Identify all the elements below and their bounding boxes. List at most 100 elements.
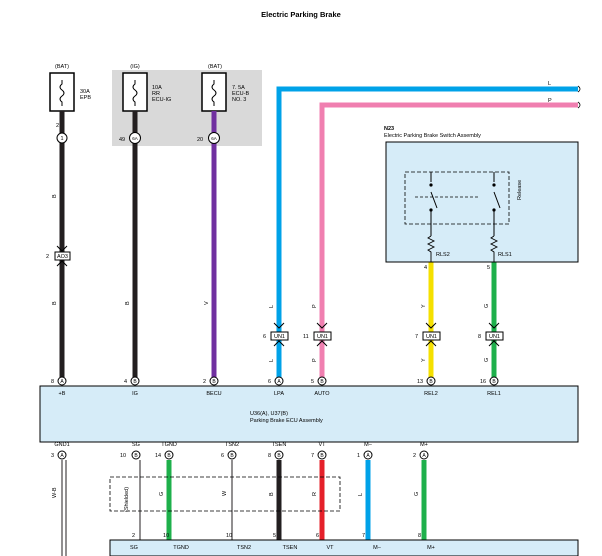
lower-actuator: 2 10 10 5 6 7 8 SG TGND TSN2 TSEN VT M– … (109, 533, 579, 556)
svg-text:VT: VT (318, 442, 326, 448)
fuse3-pin: 20 (197, 137, 203, 143)
wire-b-label-bottom: B (269, 492, 275, 496)
fuse1-pin: 2 (56, 123, 59, 129)
fuse1-name: EPB (80, 95, 91, 101)
svg-text:10: 10 (120, 453, 126, 459)
wire-y-label-2: Y (421, 358, 427, 362)
svg-text:M–: M– (364, 442, 373, 448)
svg-text:TSEN: TSEN (283, 545, 298, 551)
wire-w-label-bottom: W (222, 490, 228, 496)
wire-g-label-2: G (484, 358, 490, 362)
svg-text:B: B (492, 379, 496, 385)
fuse2-rr: RR (152, 91, 160, 97)
switch-assembly-n23: N23 Electric Parking Brake Switch Assemb… (384, 126, 579, 271)
svg-text:A: A (60, 379, 64, 385)
wire-g-label-bottom: G (159, 492, 165, 496)
svg-text:B: B (320, 453, 324, 459)
svg-text:4: 4 (124, 379, 127, 385)
wire-l-label-1: L (269, 305, 275, 308)
svg-text:3: 3 (51, 453, 54, 459)
svg-text:REL2: REL2 (424, 391, 438, 397)
svg-text:AO3: AO3 (57, 254, 68, 260)
svg-text:TSEN: TSEN (272, 442, 287, 448)
fuse3-rating: 7. 5A (232, 85, 245, 91)
svg-text:M+: M+ (427, 545, 435, 551)
svg-text:A: A (277, 379, 281, 385)
fuse3-name: ECU-B (232, 91, 249, 97)
fuse2-pin: 49 (119, 137, 125, 143)
svg-text:14: 14 (155, 453, 161, 459)
svg-text:GND1: GND1 (54, 442, 69, 448)
rls2-label: RLS2 (436, 252, 450, 258)
svg-text:TSN2: TSN2 (225, 442, 239, 448)
svg-text:M+: M+ (420, 442, 428, 448)
fuse2-name: ECU-IG (152, 97, 171, 103)
svg-text:5: 5 (311, 379, 314, 385)
svg-text:A: A (422, 453, 426, 459)
svg-text:1: 1 (60, 136, 63, 142)
shield-box (109, 476, 341, 512)
ecu-pin-plus-b: A8+B (51, 376, 67, 397)
ecu-name: Parking Brake ECU Assembly (250, 418, 323, 424)
wire-r-label-bottom: R (312, 492, 318, 496)
fuse1-rating: 30A (80, 89, 90, 95)
parking-brake-ecu-box (39, 385, 579, 443)
svg-text:2: 2 (413, 453, 416, 459)
wire-b-label-3: B (125, 301, 131, 305)
svg-text:AUTO: AUTO (314, 391, 330, 397)
svg-text:10: 10 (163, 533, 169, 539)
svg-text:A: A (60, 453, 64, 459)
release-label: Release (517, 180, 523, 200)
rls2-pin: 4 (424, 265, 427, 271)
svg-text:13: 13 (417, 379, 423, 385)
wire-b-label-2: B (52, 301, 58, 305)
connector-un1-rel1: UN1 8 (478, 322, 504, 347)
svg-text:M–: M– (373, 545, 382, 551)
svg-text:B: B (212, 379, 216, 385)
wire-p-label-2: P (312, 358, 318, 362)
wire-g-label-1: G (484, 304, 490, 308)
ecu-ids: U36(A), U37(B) (250, 411, 288, 417)
svg-text:SG: SG (130, 545, 138, 551)
bat-label-2: (BAT) (208, 64, 222, 70)
wire-p-label-1: P (312, 304, 318, 308)
wire-auto (319, 102, 578, 380)
svg-text:7: 7 (415, 334, 418, 340)
wire-continuation-marks (577, 85, 581, 109)
svg-text:UN1: UN1 (426, 334, 437, 340)
rls1-pin: 5 (487, 265, 490, 271)
svg-text:2: 2 (46, 254, 49, 260)
svg-text:10: 10 (226, 533, 232, 539)
ecu-pin-m-plus: M+ A2 (413, 442, 429, 460)
wire-lpa (276, 86, 578, 380)
wire-l-label-bottom: L (358, 493, 364, 496)
svg-text:BECU: BECU (206, 391, 221, 397)
svg-text:IG: IG (132, 391, 138, 397)
svg-text:6A: 6A (211, 136, 217, 141)
svg-text:2: 2 (132, 533, 135, 539)
junction-ao3: AO3 2 (46, 245, 71, 267)
svg-text:B: B (133, 379, 137, 385)
fuse-10a-ecu-ig: 10A RR ECU-IG (122, 72, 171, 112)
svg-text:UN1: UN1 (274, 334, 285, 340)
wire-g2-label-bottom: G (414, 492, 420, 496)
svg-text:SG: SG (132, 442, 140, 448)
fuse3-no: NO. 3 (232, 97, 246, 103)
wire-b-label-1: B (52, 194, 58, 198)
svg-text:8: 8 (418, 533, 421, 539)
ecu-pin-m-minus: M–A1 (357, 442, 373, 460)
bat-label-1: (BAT) (55, 64, 69, 70)
svg-text:REL1: REL1 (487, 391, 501, 397)
svg-text:6: 6 (316, 533, 319, 539)
wire-wb-label: W-B (52, 487, 58, 498)
wire-y-label-1: Y (421, 304, 427, 308)
switch-name: Electric Parking Brake Switch Assembly (384, 133, 481, 139)
